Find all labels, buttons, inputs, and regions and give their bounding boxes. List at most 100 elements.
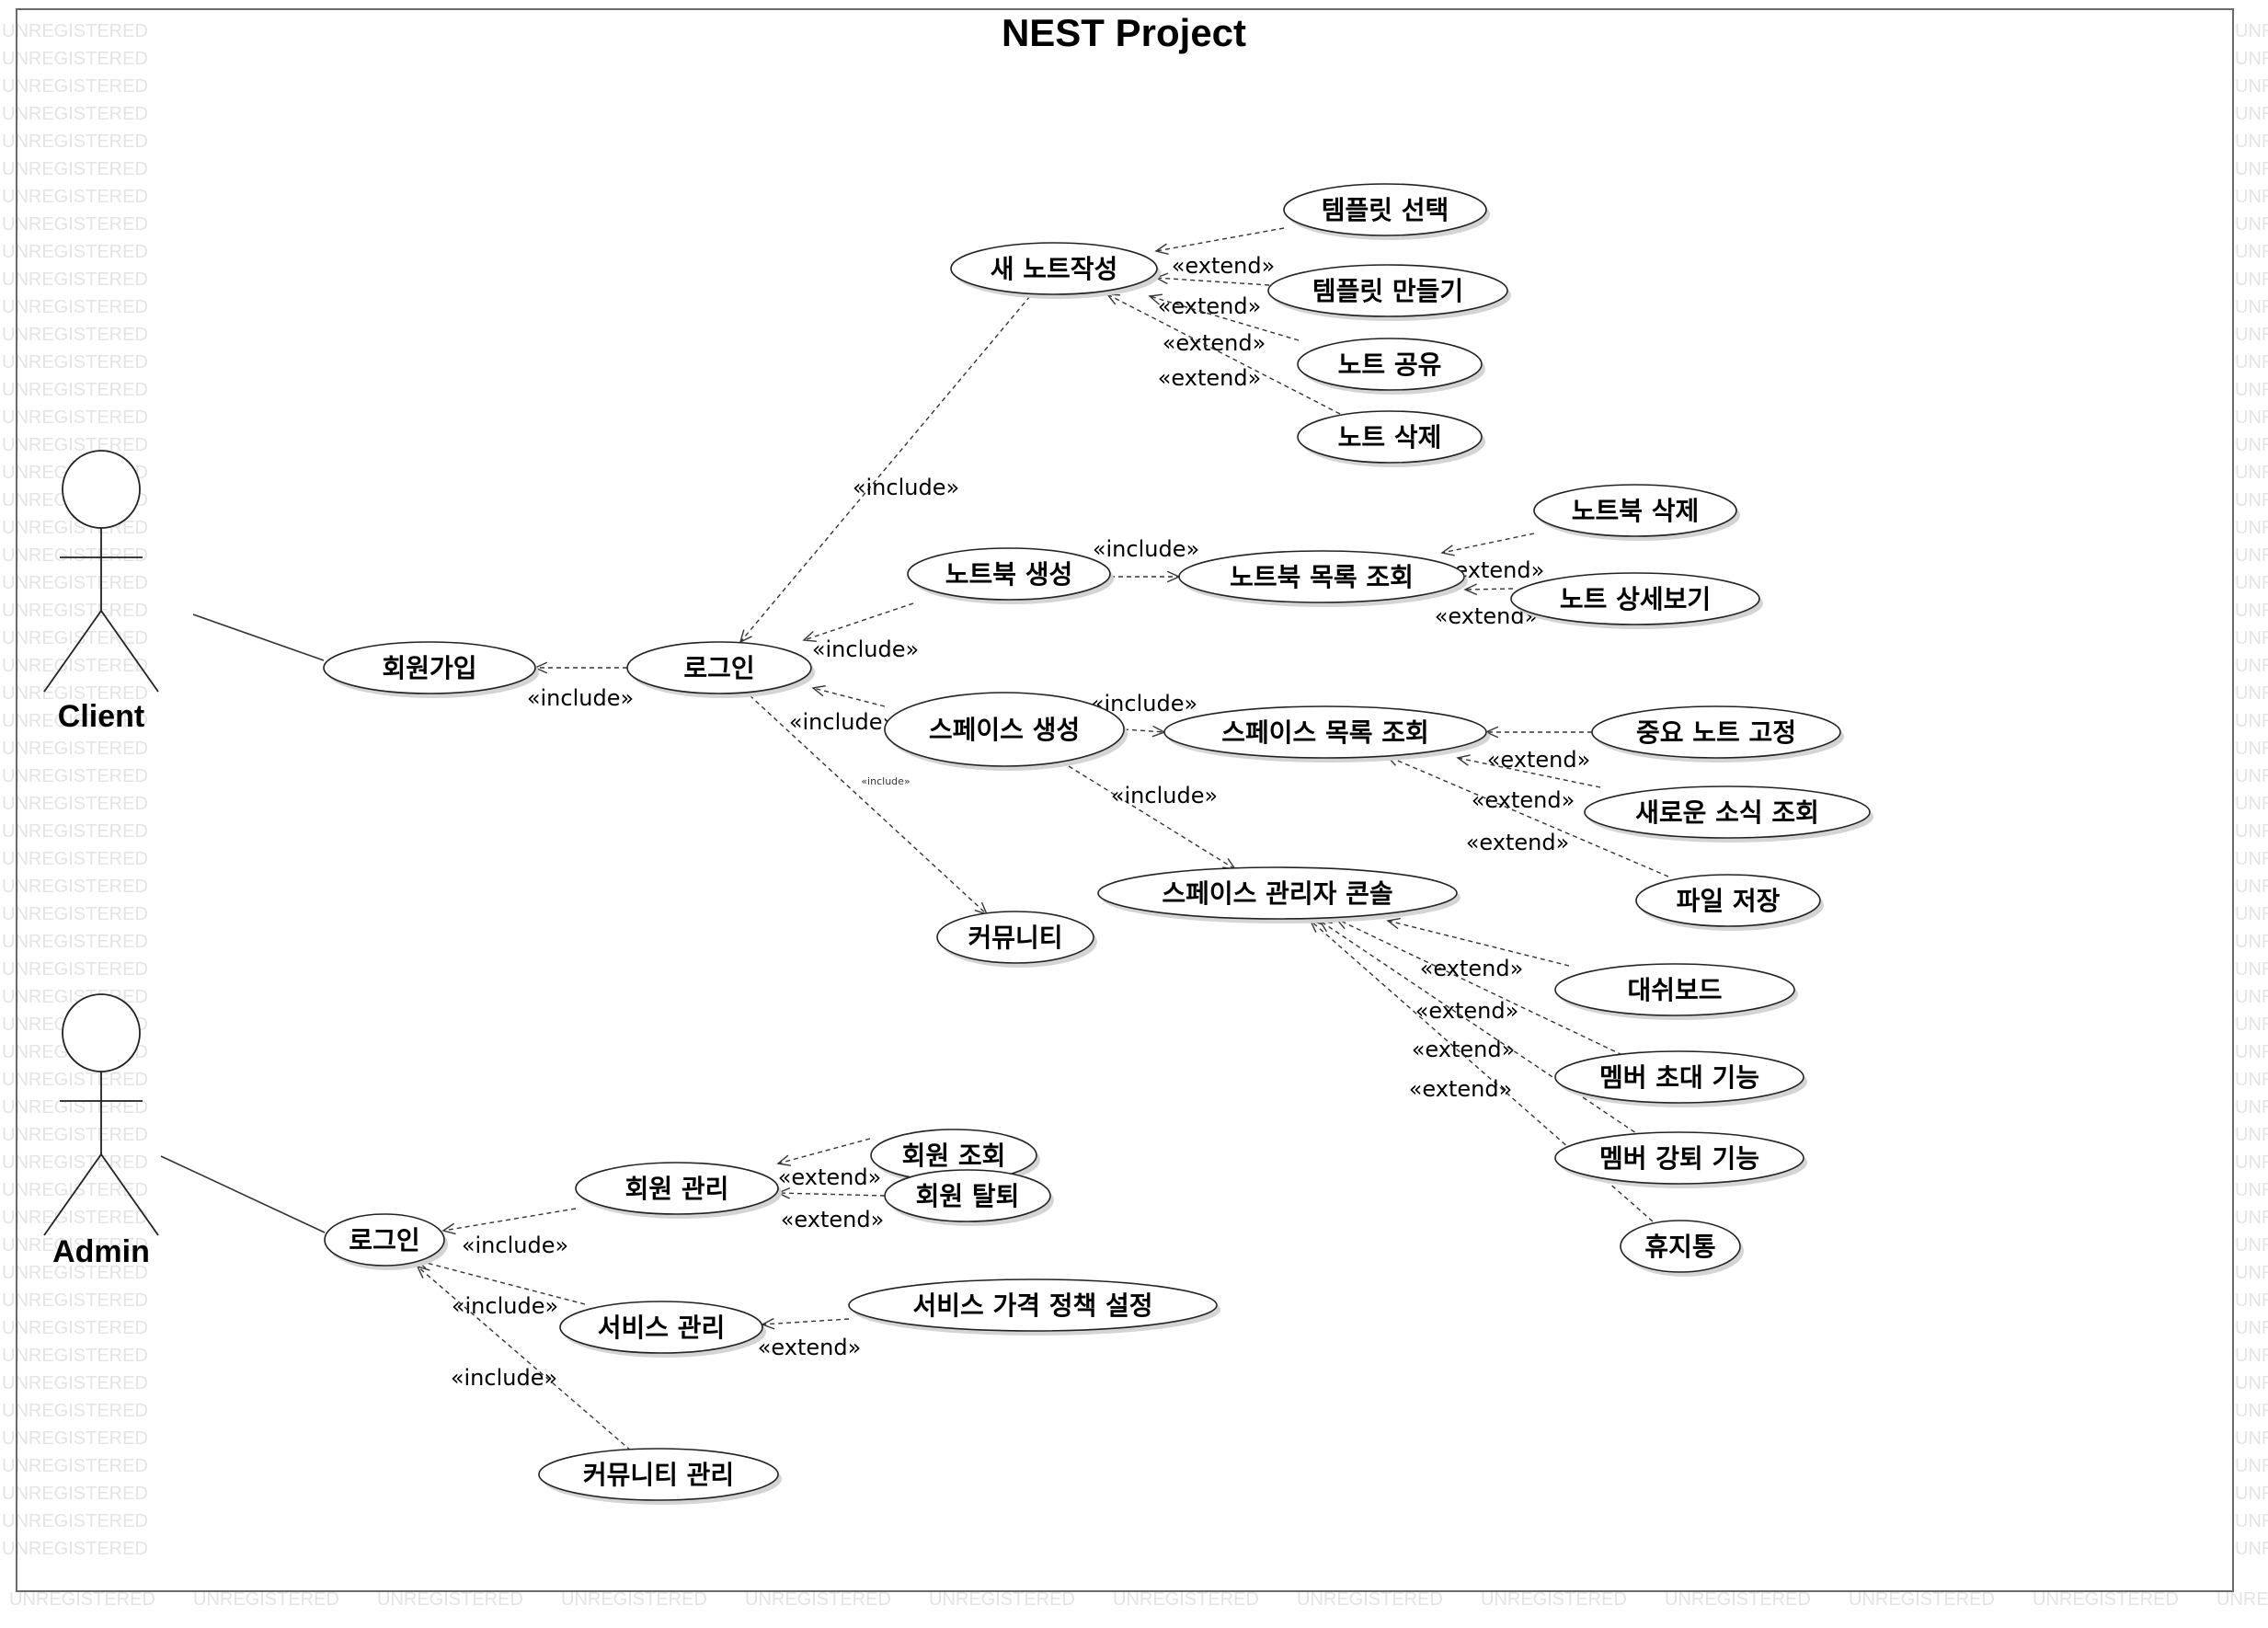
extend-line — [1441, 533, 1535, 554]
include-line — [749, 694, 988, 915]
actor-label: Client — [58, 699, 144, 734]
watermark-text: UNREGISTERED — [2, 959, 148, 980]
use-case-label: 노트 공유 — [1338, 350, 1442, 380]
use-case-label: 멤버 강퇴 기능 — [1599, 1143, 1759, 1174]
watermark-text: UNREGISTERED — [2235, 518, 2268, 538]
extend-label: «extend» — [758, 1335, 862, 1360]
use-case-ellipse — [1533, 484, 1737, 537]
watermark-text: UNREGISTERED — [2, 132, 148, 152]
watermark-text: UNREGISTERED — [1665, 1589, 1811, 1610]
watermark-text: UNREGISTERED — [2, 1070, 148, 1090]
use-case-label: 회원 조회 — [902, 1141, 1006, 1171]
watermark-text: UNREGISTERED — [2, 435, 148, 455]
uc-dashboard: 대쉬보드 — [1554, 963, 1798, 1020]
watermark-text: UNREGISTERED — [2235, 656, 2268, 676]
watermark-text: UNREGISTERED — [2235, 959, 2268, 980]
use-case-label: 스페이스 관리자 콘솔 — [1162, 878, 1392, 909]
use-case-label: 서비스 가격 정책 설정 — [912, 1290, 1152, 1321]
watermark-text: UNREGISTERED — [2235, 821, 2268, 842]
watermark-text: UNREGISTERED — [2, 1263, 148, 1283]
use-case-ellipse — [884, 692, 1125, 767]
watermark-text: UNREGISTERED — [2, 656, 148, 676]
watermark-text: UNREGISTERED — [2, 1097, 148, 1118]
use-case-label: 서비스 관리 — [598, 1313, 726, 1343]
use-case-label: 회원 탈퇴 — [916, 1181, 1020, 1211]
watermark-text: UNREGISTERED — [2235, 1042, 2268, 1062]
use-case-ellipse — [538, 1448, 779, 1501]
include-line — [812, 687, 886, 707]
watermark-text: UNREGISTERED — [2235, 1290, 2268, 1311]
actor-leg-right — [100, 610, 159, 693]
uc-pin-note: 중요 노트 고정 — [1591, 705, 1844, 762]
extend-label: «extend» — [1487, 747, 1591, 773]
watermark-text: UNREGISTERED — [2235, 435, 2268, 455]
extend-line — [1464, 588, 1514, 590]
watermark-text: UNREGISTERED — [2235, 794, 2268, 814]
use-case-ellipse — [1163, 705, 1487, 759]
watermark-text: UNREGISTERED — [2235, 1456, 2268, 1476]
watermark-text: UNREGISTERED — [2235, 380, 2268, 400]
watermark-text: UNREGISTERED — [2235, 1263, 2268, 1283]
uc-new-note: 새 노트작성 — [950, 242, 1161, 299]
uc-note-share: 노트 공유 — [1297, 338, 1485, 395]
extend-line — [1106, 293, 1341, 415]
extend-line — [1149, 295, 1300, 341]
watermark-text: UNREGISTERED — [2235, 766, 2268, 786]
extend-label: «extend» — [778, 1164, 882, 1190]
watermark-text: UNREGISTERED — [2235, 1346, 2268, 1366]
uc-community-manage: 커뮤니티 관리 — [538, 1448, 782, 1505]
actor-admin: Admin — [43, 993, 159, 1269]
watermark-text: UNREGISTERED — [2235, 104, 2268, 124]
watermark-text: UNREGISTERED — [2, 1373, 148, 1393]
use-case-ellipse — [1297, 410, 1483, 464]
use-case-ellipse — [1097, 866, 1458, 920]
uc-template-make: 템플릿 만들기 — [1267, 264, 1511, 321]
association-line — [160, 1155, 326, 1233]
use-case-label: 새로운 소식 조회 — [1635, 797, 1819, 828]
use-case-label: 대쉬보드 — [1627, 975, 1722, 1005]
use-case-label: 템플릿 선택 — [1322, 195, 1449, 225]
actor-head — [62, 993, 141, 1072]
use-case-ellipse — [626, 641, 812, 694]
watermark-text: UNREGISTERED — [2235, 407, 2268, 428]
watermark-text: UNREGISTERED — [2235, 987, 2268, 1007]
actor-leg-right — [100, 1153, 159, 1236]
watermark-text: UNREGISTERED — [2235, 297, 2268, 317]
use-case-label: 템플릿 만들기 — [1312, 276, 1463, 306]
watermark-text: UNREGISTERED — [2235, 1070, 2268, 1090]
watermark-text: UNREGISTERED — [2235, 877, 2268, 897]
watermark-text: UNREGISTERED — [2, 380, 148, 400]
watermark-text: UNREGISTERED — [2235, 463, 2268, 483]
watermark-text: UNREGISTERED — [2235, 269, 2268, 290]
actor-leg-left — [43, 610, 102, 693]
use-case-ellipse — [575, 1162, 779, 1215]
use-case-ellipse — [1283, 183, 1487, 236]
watermark-text: UNREGISTERED — [2235, 1097, 2268, 1118]
watermark-text: UNREGISTERED — [2, 1456, 148, 1476]
watermark-text: UNREGISTERED — [2, 932, 148, 952]
uc-note-delete: 노트 삭제 — [1297, 410, 1485, 467]
watermark-text: UNREGISTERED — [2235, 1428, 2268, 1449]
watermark-text: UNREGISTERED — [2235, 187, 2268, 207]
watermark-text: UNREGISTERED — [2, 21, 148, 41]
uc-kick: 멤버 강퇴 기능 — [1554, 1131, 1807, 1188]
uc-admin-login: 로그인 — [324, 1213, 448, 1270]
watermark-text: UNREGISTERED — [2235, 849, 2268, 869]
watermark-text: UNREGISTERED — [2235, 76, 2268, 97]
arrow-head — [1463, 583, 1478, 596]
watermark-text: UNREGISTERED — [1481, 1589, 1627, 1610]
arrow-head — [1154, 243, 1169, 256]
watermark-text: UNREGISTERED — [2, 297, 148, 317]
watermark-text: UNREGISTERED — [2235, 711, 2268, 731]
watermark-text: UNREGISTERED — [2, 628, 148, 648]
include-line — [417, 1266, 632, 1451]
watermark-layer: UNREGISTERED UNREGISTERED UNREGISTERED UNRE… — [2, 21, 2268, 1610]
watermark-text: UNREGISTERED — [2235, 1401, 2268, 1421]
watermark-text: UNREGISTERED — [745, 1589, 891, 1610]
watermark-text: UNREGISTERED — [1297, 1589, 1443, 1610]
use-case-label: 휴지통 — [1644, 1232, 1715, 1262]
watermark-text: UNREGISTERED — [2235, 1015, 2268, 1035]
watermark-text: UNREGISTERED — [2235, 1125, 2268, 1145]
watermark-text: UNREGISTERED — [2235, 242, 2268, 262]
